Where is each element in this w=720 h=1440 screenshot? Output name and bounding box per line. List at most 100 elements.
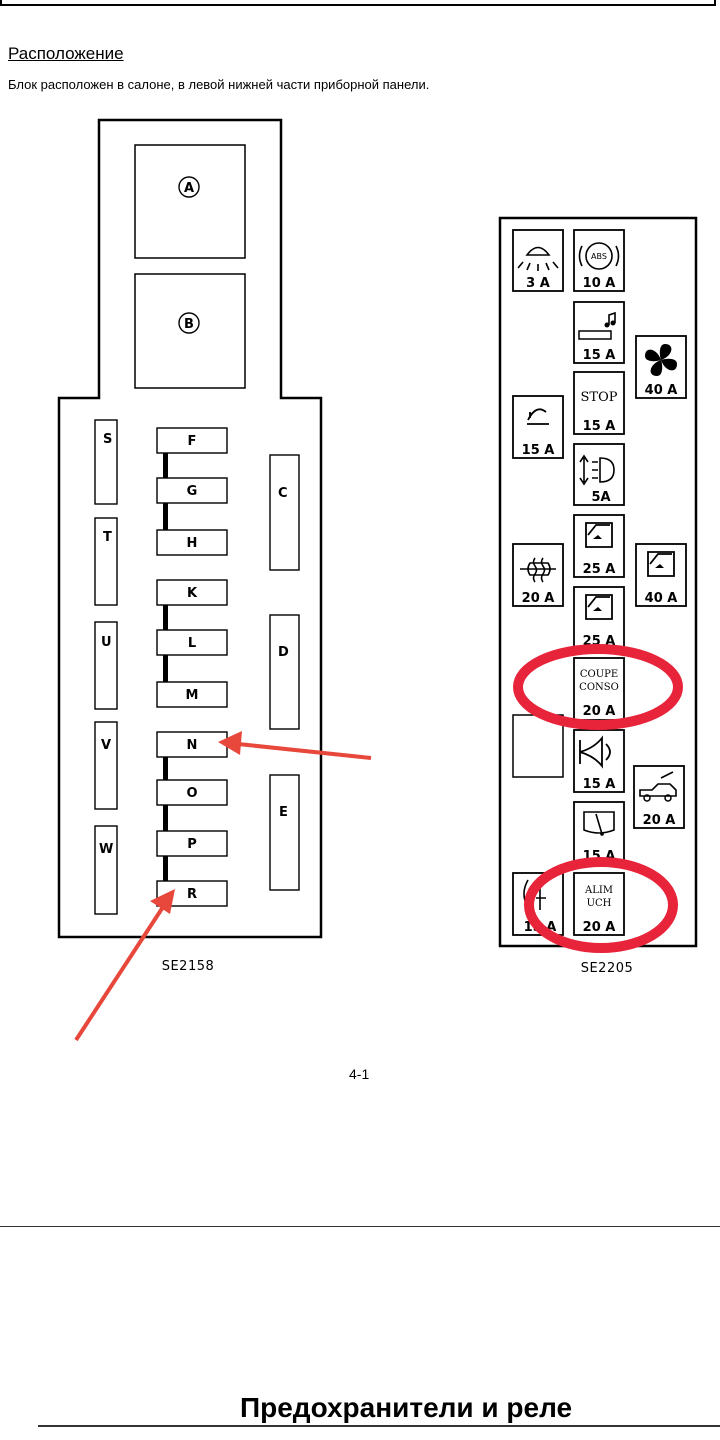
left-caption: SE2158 bbox=[162, 959, 215, 974]
fuse-bus-3 bbox=[163, 745, 168, 895]
slot-t bbox=[94, 517, 118, 606]
fuse-wiper: 15 A bbox=[573, 801, 625, 865]
fuse-o-label: O bbox=[186, 786, 197, 801]
arrow-to-fuse-r-shaft bbox=[74, 905, 165, 1042]
fuse-p-label: P bbox=[187, 837, 197, 852]
section-description: Блок расположен в салоне, в левой нижней… bbox=[8, 77, 430, 92]
relay-b-label: B bbox=[184, 317, 194, 332]
svg-text:15 A: 15 A bbox=[583, 348, 616, 363]
fuse-n-label: N bbox=[187, 738, 198, 753]
arrow-to-fuse-n-head bbox=[218, 731, 242, 755]
rear-defrost-icon bbox=[520, 557, 556, 583]
fuse-h-label: H bbox=[187, 536, 198, 551]
slot-v-label: V bbox=[101, 738, 111, 753]
car-lock-icon bbox=[639, 771, 677, 797]
fuse-f bbox=[156, 427, 228, 454]
relay-a bbox=[134, 144, 246, 259]
fuse-power-window-1: 25 A bbox=[573, 514, 625, 578]
power-window-icon bbox=[647, 551, 675, 577]
fuse-f-label: F bbox=[188, 434, 197, 449]
svg-text:5A: 5A bbox=[591, 490, 610, 505]
wiper-icon bbox=[583, 811, 615, 835]
page-number: 4-1 bbox=[349, 1066, 370, 1082]
svg-text:ALIM: ALIM bbox=[584, 885, 613, 896]
slot-w bbox=[94, 825, 118, 915]
relay-b bbox=[134, 273, 246, 389]
slot-d-label: D bbox=[278, 645, 289, 660]
title-underline bbox=[38, 1425, 720, 1427]
fuse-o bbox=[156, 779, 228, 806]
right-caption: SE2205 bbox=[581, 961, 634, 976]
relay-b-marker bbox=[178, 312, 200, 334]
svg-text:20 A: 20 A bbox=[522, 591, 555, 606]
fuse-g-label: G bbox=[187, 484, 198, 499]
slot-s bbox=[94, 419, 118, 505]
fuse-car-lock: 20 A bbox=[633, 765, 685, 829]
slot-s-label: S bbox=[103, 432, 112, 447]
slot-c-label: C bbox=[278, 486, 288, 501]
svg-text:15 A: 15 A bbox=[583, 777, 616, 792]
fuse-p bbox=[156, 830, 228, 857]
svg-text:COUPE: COUPE bbox=[580, 669, 618, 680]
highlight-circle-coupe-conso bbox=[513, 644, 683, 730]
horn-icon bbox=[579, 735, 611, 769]
power-window-icon bbox=[585, 594, 613, 620]
fuse-stop: STOP 15 A bbox=[573, 371, 625, 435]
fuse-m bbox=[156, 681, 228, 708]
slot-v bbox=[94, 721, 118, 810]
fuse-cigarette-lighter: 15 A bbox=[512, 395, 564, 459]
svg-text:40 A: 40 A bbox=[645, 591, 678, 606]
power-window-icon bbox=[585, 522, 613, 548]
fuse-k-label: K bbox=[187, 586, 198, 601]
slot-e bbox=[269, 774, 300, 891]
fuse-h bbox=[156, 529, 228, 556]
svg-text:25 A: 25 A bbox=[583, 562, 616, 577]
fuse-l bbox=[156, 629, 228, 656]
fuse-r-label: R bbox=[187, 887, 197, 902]
highlight-circle-alim-uch bbox=[524, 857, 678, 953]
slot-e-label: E bbox=[279, 805, 288, 820]
slot-c bbox=[269, 454, 300, 571]
interior-light-icon bbox=[517, 246, 559, 271]
cigarette-lighter-icon bbox=[527, 408, 549, 425]
next-page-title: Предохранители и реле bbox=[240, 1392, 573, 1423]
slot-t-label: T bbox=[103, 530, 112, 545]
radio-icon bbox=[578, 330, 612, 340]
slot-w-label: W bbox=[99, 842, 113, 857]
svg-text:10 A: 10 A bbox=[583, 276, 616, 291]
fuse-power-window-3: 25 A bbox=[573, 586, 625, 650]
section-heading: Расположение bbox=[8, 44, 124, 63]
fuse-interior-light: 3 A bbox=[512, 229, 564, 292]
abs-icon bbox=[585, 242, 613, 270]
fuse-power-window-2: 40 A bbox=[635, 543, 687, 607]
top-border bbox=[0, 0, 716, 6]
arrow-to-fuse-r-head bbox=[150, 889, 175, 914]
fuse-radio: 15 A bbox=[573, 301, 625, 364]
side-right-slots: C D E bbox=[269, 454, 300, 891]
slot-u-label: U bbox=[101, 635, 112, 650]
svg-text:ABS: ABS bbox=[591, 252, 607, 261]
relay-a-marker bbox=[178, 176, 200, 198]
slot-d bbox=[269, 614, 300, 730]
right-fusebox-outline bbox=[498, 216, 698, 948]
left-fusebox-outline bbox=[57, 118, 323, 939]
svg-text:40 A: 40 A bbox=[645, 383, 678, 398]
fuse-abs: ABS 10 A bbox=[573, 229, 625, 292]
fuse-fan: 40 A bbox=[635, 335, 687, 399]
svg-text:UCH: UCH bbox=[587, 898, 612, 909]
fuse-l-label: L bbox=[188, 636, 196, 651]
fuse-alim-uch: ALIM UCH 20 A bbox=[573, 872, 625, 936]
fuse-headlamp-adjust: 5A bbox=[573, 443, 625, 506]
fuse-horn: 15 A bbox=[573, 729, 625, 793]
arrow-to-fuse-n-shaft bbox=[237, 742, 372, 760]
fuse-rear-defrost: 20 A bbox=[512, 543, 564, 607]
svg-text:STOP: STOP bbox=[581, 390, 618, 405]
svg-text:15 A: 15 A bbox=[583, 419, 616, 434]
svg-text:CONSO: CONSO bbox=[579, 682, 619, 693]
slot-u bbox=[94, 621, 118, 710]
svg-text:20 A: 20 A bbox=[583, 920, 616, 935]
fuse-m-label: M bbox=[186, 688, 199, 703]
svg-text:20 A: 20 A bbox=[643, 813, 676, 828]
center-fuses: F G H K L M N O P R bbox=[156, 427, 228, 907]
relay-a-label: A bbox=[184, 181, 194, 196]
